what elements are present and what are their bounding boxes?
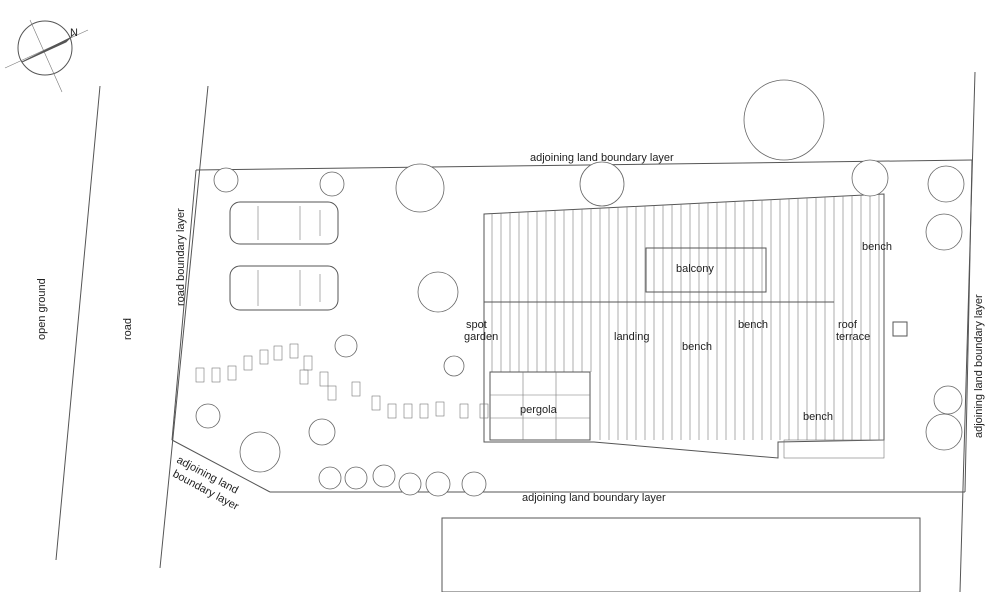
road-edges xyxy=(55,71,976,592)
site-boundary xyxy=(171,159,973,493)
roof-terrace-label-2: terrace xyxy=(836,331,870,343)
bench-top-right-label: bench xyxy=(862,241,892,253)
pergola-area xyxy=(489,371,591,441)
open-ground-label: open ground xyxy=(36,278,48,340)
bench-bottom-label: bench xyxy=(803,411,833,423)
parked-car-1 xyxy=(229,201,339,245)
landing-label: landing xyxy=(614,331,649,343)
north-letter: N xyxy=(70,27,78,39)
stepping-stones xyxy=(195,343,489,419)
balcony-area xyxy=(645,247,767,293)
parked-car-2 xyxy=(229,265,339,311)
road-label: road xyxy=(122,318,134,340)
north-arrow-icon: N xyxy=(4,19,89,93)
adjoining-right-label: adjoining land boundary layer xyxy=(973,294,985,438)
bench-center-label: bench xyxy=(738,319,768,331)
bench-left-label: bench xyxy=(682,341,712,353)
balcony-label: balcony xyxy=(676,263,714,275)
spot-garden-label-2: garden xyxy=(464,331,498,343)
spot-garden-label-1: spot xyxy=(466,319,487,331)
trees xyxy=(195,79,965,497)
adjoining-top-label: adjoining land boundary layer xyxy=(530,152,674,164)
terrace-box xyxy=(892,321,908,337)
house-roof xyxy=(483,193,908,459)
pergola-label: pergola xyxy=(520,404,558,416)
adjoining-bottom-label: adjoining land boundary layer xyxy=(522,492,666,504)
roof-terrace-label-1: roof xyxy=(838,319,858,331)
road-boundary-label: road boundary layer xyxy=(175,208,187,306)
neighbor-building xyxy=(441,517,921,592)
